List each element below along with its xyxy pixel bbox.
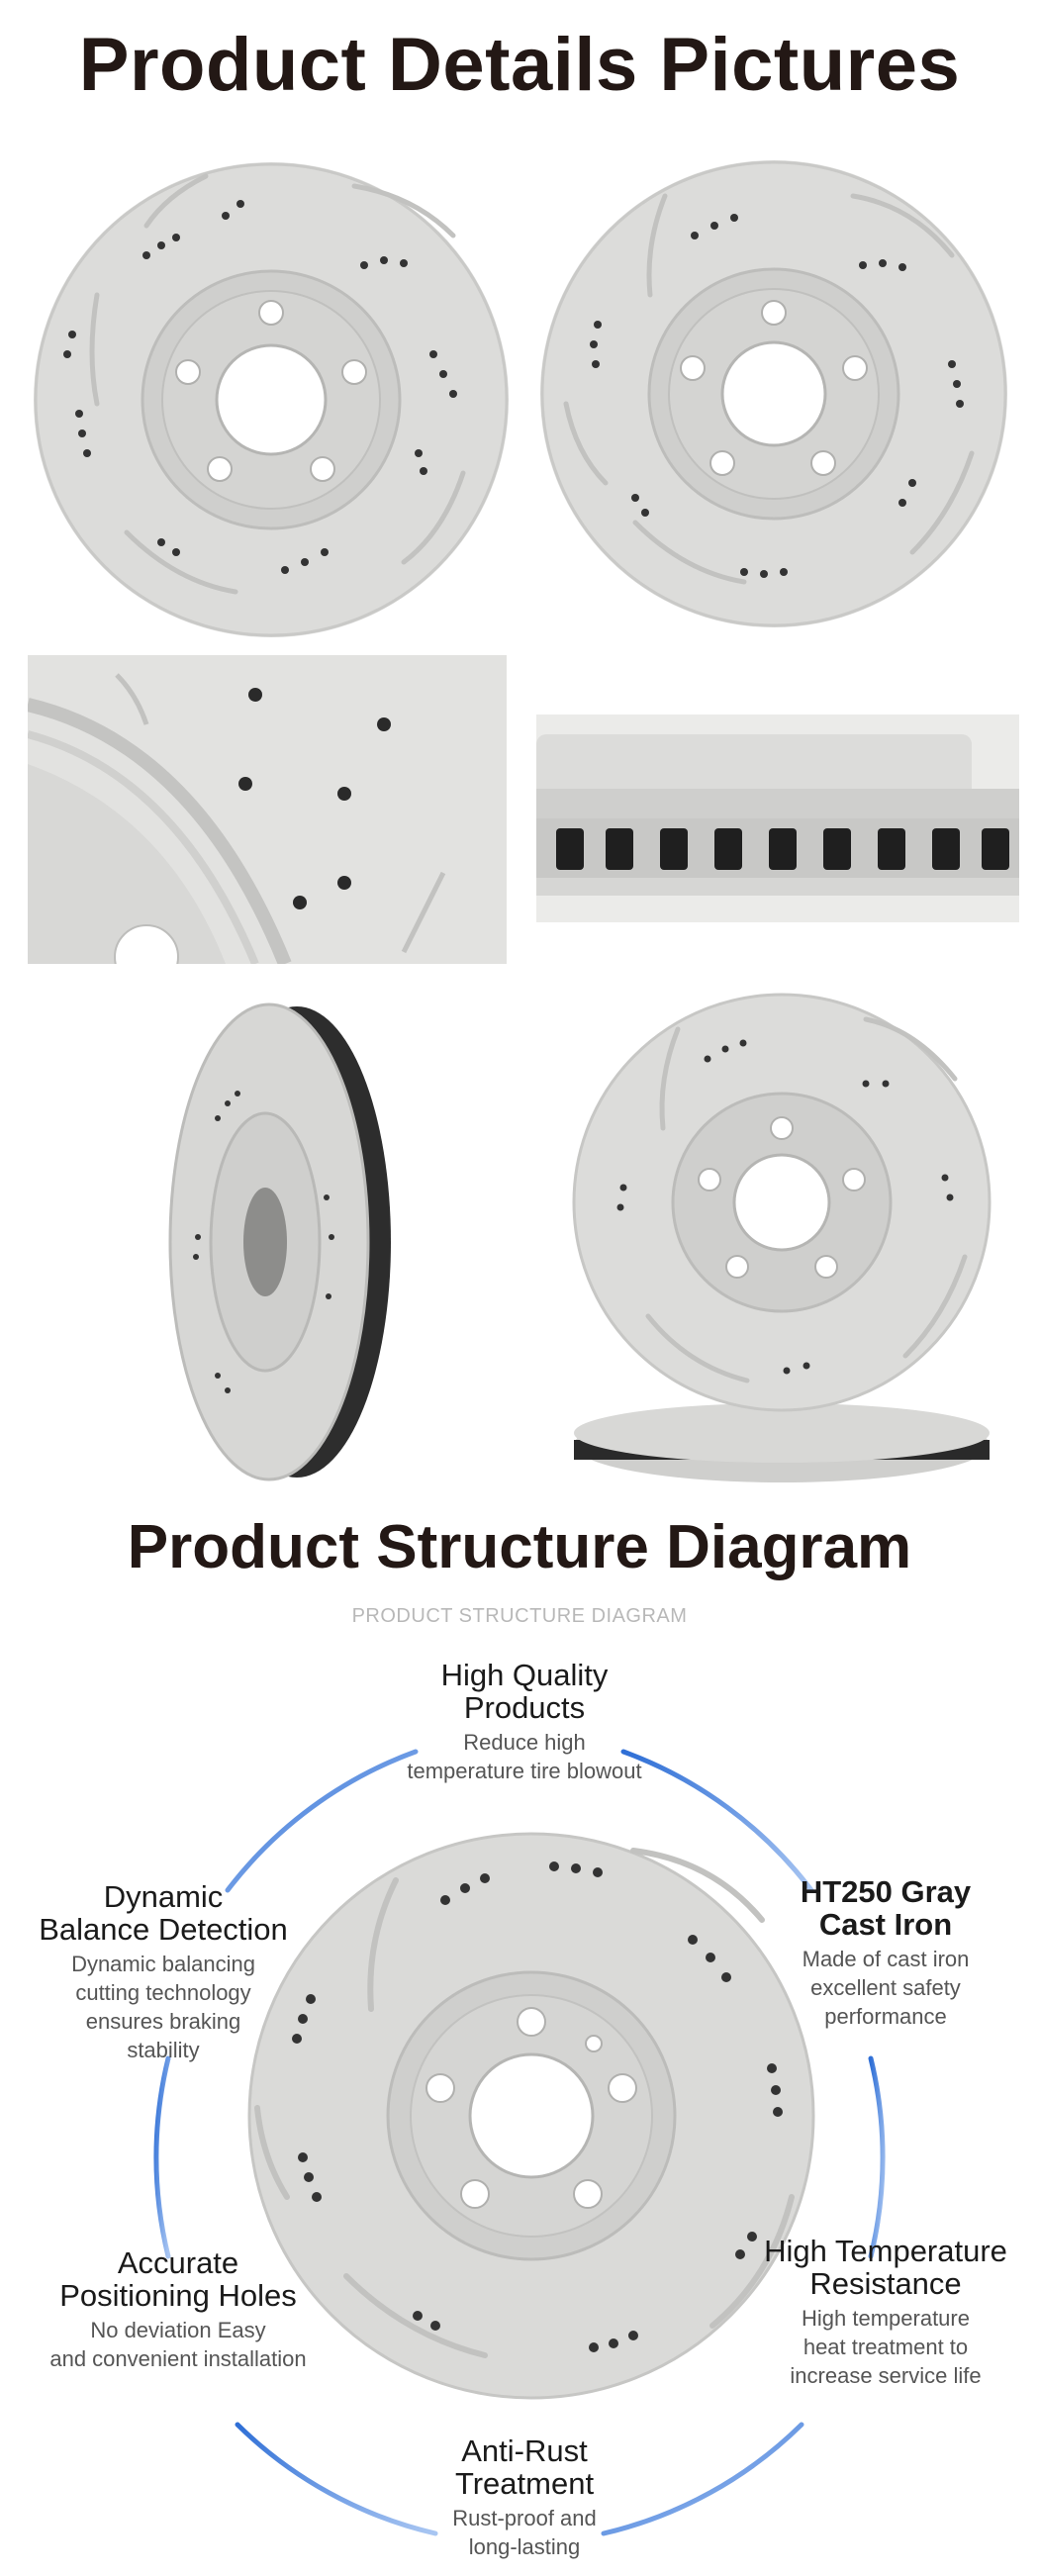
feature-cast-iron: HT250 Gray Cast Iron Made of cast iron e… (752, 1874, 1019, 2029)
feature-desc: performance (824, 2004, 947, 2029)
photo-angled-rotor (158, 1000, 396, 1484)
arc-bottom-left (235, 2422, 438, 2536)
feature-desc: ensures braking (85, 2009, 241, 2034)
feature-desc: long-lasting (468, 2534, 581, 2559)
structure-diagram (0, 1643, 1039, 2571)
feature-desc: temperature tire blowout (407, 1759, 642, 1783)
feature-desc: No deviation Easy (90, 2318, 266, 2342)
feature-title: High Temperature (764, 2234, 1007, 2268)
feature-title: Products (463, 1690, 586, 1725)
feature-desc: Reduce high (463, 1730, 586, 1755)
arc-bottom-right (601, 2422, 804, 2536)
feature-desc: Dynamic balancing (71, 1952, 255, 1976)
arc-top-left (225, 1749, 419, 1893)
section-title: Product Structure Diagram (127, 1513, 912, 1581)
feature-desc: High temperature (802, 2306, 970, 2331)
feature-title: Resistance (809, 2266, 962, 2301)
arc-left (153, 2055, 171, 2259)
photo-side-vents (536, 715, 1019, 922)
feature-desc: Made of cast iron (802, 1947, 970, 1971)
feature-desc: stability (127, 2038, 200, 2062)
feature-desc: excellent safety (810, 1975, 961, 2000)
feature-dynamic-balance: Dynamic Balance Detection Dynamic balanc… (20, 1879, 307, 2062)
feature-title: Accurate (117, 2245, 239, 2280)
feature-desc: increase service life (790, 2363, 982, 2388)
arc-top-right (620, 1749, 814, 1893)
photo-rotor-stack (569, 990, 994, 1494)
feature-title: Dynamic (103, 1879, 224, 1914)
feature-temperature-resistance: High Temperature Resistance High tempera… (742, 2234, 1029, 2388)
feature-desc: Rust-proof and (452, 2506, 597, 2530)
feature-desc: cutting technology (75, 1980, 251, 2005)
feature-anti-rust: Anti-Rust Treatment Rust-proof and long-… (396, 2433, 653, 2559)
feature-positioning-holes: Accurate Positioning Holes No deviation … (20, 2245, 336, 2371)
arc-right (868, 2055, 886, 2259)
page-title: Product Details Pictures (78, 23, 961, 107)
feature-desc: heat treatment to (803, 2335, 969, 2359)
feature-title: HT250 Gray (800, 1874, 972, 1909)
photo-front-rotor-2 (536, 156, 1011, 631)
feature-title: Anti-Rust (461, 2433, 588, 2468)
feature-title: High Quality (440, 1658, 609, 1692)
feature-title: Cast Iron (818, 1907, 953, 1942)
diagram-caption: PRODUCT STRUCTURE DIAGRAM (351, 1605, 688, 1627)
feature-title: Treatment (454, 2466, 595, 2501)
photo-front-rotor-1 (28, 156, 515, 643)
photo-closeup-surface (28, 655, 507, 964)
feature-title: Positioning Holes (59, 2278, 297, 2313)
feature-desc: and convenient installation (49, 2346, 307, 2371)
feature-high-quality: High Quality Products Reduce high temper… (376, 1658, 673, 1783)
feature-title: Balance Detection (39, 1912, 288, 1947)
